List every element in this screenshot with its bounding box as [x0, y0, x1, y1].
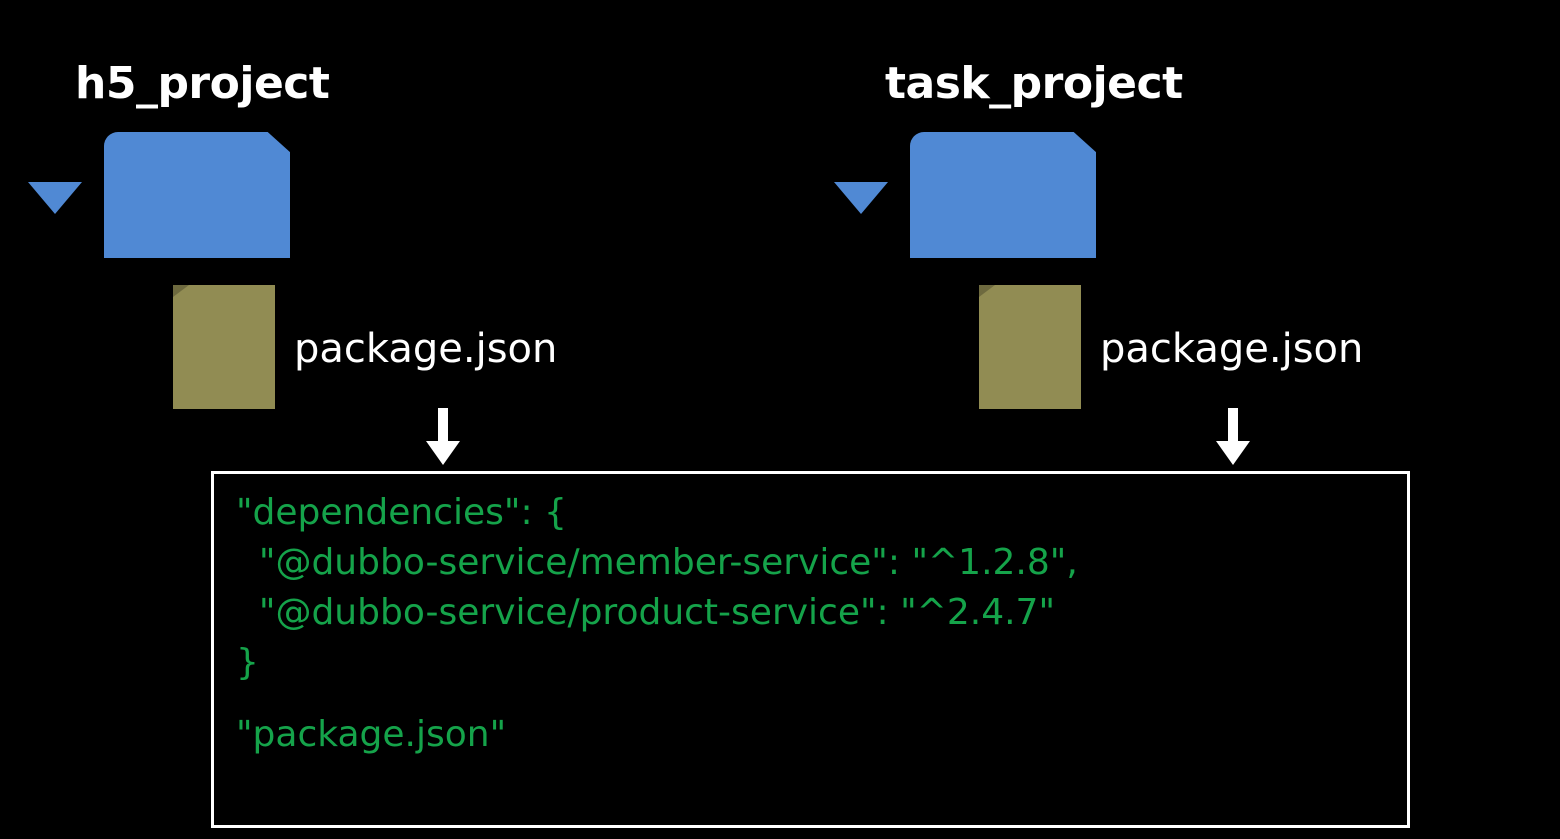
code-line: }: [236, 642, 259, 683]
triangle-down-icon[interactable]: [28, 182, 82, 214]
arrow-head: [1216, 441, 1250, 465]
folder-icon[interactable]: [104, 132, 290, 258]
file-icon[interactable]: [979, 285, 1081, 409]
code-lines: "dependencies": { "@dubbo-service/member…: [236, 488, 1401, 760]
code-line-file-reference: "package.json": [236, 714, 507, 755]
code-line: "dependencies": {: [236, 492, 567, 533]
file-icon[interactable]: [173, 285, 275, 409]
arrow-down-icon: [426, 408, 460, 465]
project-title-task: task_project: [885, 58, 1183, 109]
folder-icon[interactable]: [910, 132, 1096, 258]
file-label-h5: package.json: [294, 326, 558, 372]
arrow-shaft: [438, 408, 448, 444]
code-panel: "dependencies": { "@dubbo-service/member…: [211, 471, 1410, 828]
file-label-task: package.json: [1100, 326, 1364, 372]
code-line-spacer: [236, 688, 1401, 710]
code-line: "@dubbo-service/member-service": "^1.2.8…: [236, 542, 1078, 583]
arrow-head: [426, 441, 460, 465]
arrow-shaft: [1228, 408, 1238, 444]
triangle-down-icon[interactable]: [834, 182, 888, 214]
arrow-down-icon: [1216, 408, 1250, 465]
code-line: "@dubbo-service/product-service": "^2.4.…: [236, 592, 1055, 633]
project-title-h5: h5_project: [75, 58, 330, 109]
